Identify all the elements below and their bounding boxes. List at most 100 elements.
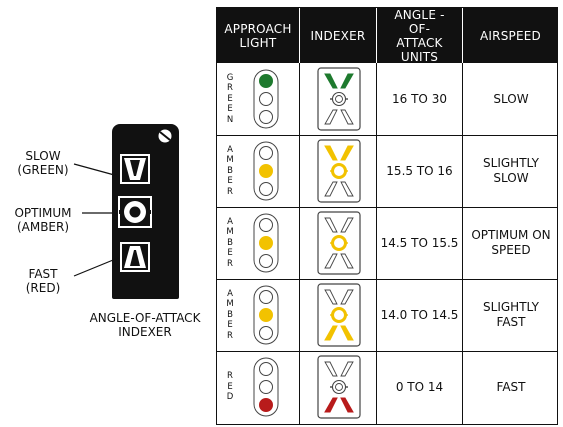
slow-chevron-left xyxy=(324,217,338,233)
light-color-letter: A xyxy=(227,288,233,299)
column-divider xyxy=(299,63,300,425)
callout-fast: FAST (RED) xyxy=(12,267,74,295)
callout-optimum-line1: OPTIMUM xyxy=(14,206,72,220)
light-color-letter: R xyxy=(227,186,233,197)
approach-light-lamp xyxy=(259,362,273,376)
aoa-units-value: 15.5 TO 16 xyxy=(386,163,453,178)
light-color-letter: R xyxy=(227,258,233,269)
column-divider xyxy=(376,63,377,425)
header-divider xyxy=(376,8,377,63)
slow-chevron-left xyxy=(324,361,338,377)
approach-light-lamp xyxy=(259,182,273,196)
slow-chevron-right xyxy=(340,145,354,161)
fast-chevron-right xyxy=(340,397,354,413)
indexer-table: APPROACH LIGHT INDEXER ANGLE -OF- ATTACK… xyxy=(216,7,558,425)
row-divider xyxy=(217,135,557,136)
table-header-row: APPROACH LIGHT INDEXER ANGLE -OF- ATTACK… xyxy=(217,8,557,64)
light-color-letter: R xyxy=(227,371,233,382)
light-color-letter: E xyxy=(227,176,233,187)
fast-chevron-left xyxy=(324,253,338,269)
light-color-letter: M xyxy=(226,227,234,238)
light-color-letter: B xyxy=(227,309,233,320)
slow-chevron-right xyxy=(340,73,354,89)
approach-light xyxy=(253,285,279,345)
light-color-letter: E xyxy=(227,104,233,115)
approach-light-lamp xyxy=(259,146,273,160)
approach-light-lamp xyxy=(259,236,273,250)
row-divider xyxy=(217,207,557,208)
approach-light-lamp xyxy=(259,164,273,178)
light-color-letter: B xyxy=(227,237,233,248)
callout-slow-line1: SLOW xyxy=(25,149,61,163)
approach-light-lamp xyxy=(259,110,273,124)
indexer-device-graphic xyxy=(118,128,173,272)
slow-chevron-right xyxy=(340,289,354,305)
approach-light-lamp xyxy=(259,254,273,268)
row-divider xyxy=(217,351,557,352)
aoa-indexer-device xyxy=(112,124,179,299)
header-approach-light: APPROACH LIGHT xyxy=(224,21,292,50)
fast-chevron-icon xyxy=(120,242,150,272)
approach-light-lamp xyxy=(259,326,273,340)
approach-light xyxy=(253,141,279,201)
donut-inner xyxy=(335,383,343,391)
airspeed-value: OPTIMUM ON SPEED xyxy=(471,228,551,257)
slow-chevron-icon xyxy=(120,154,150,184)
header-airspeed: AIRSPEED xyxy=(480,28,541,43)
donut-inner xyxy=(335,95,343,103)
light-color-letter: E xyxy=(227,320,233,331)
callout-slow-line2: (GREEN) xyxy=(17,163,69,177)
slow-chevron-right xyxy=(340,217,354,233)
screw-icon xyxy=(157,128,173,144)
callout-fast-line1: FAST xyxy=(28,267,58,281)
light-color-letter: A xyxy=(227,216,233,227)
fast-chevron-left xyxy=(324,109,338,125)
leader-line-fast xyxy=(73,257,119,277)
header-indexer: INDEXER xyxy=(310,28,366,43)
fast-chevron-left xyxy=(324,181,338,197)
approach-light-lamp xyxy=(259,380,273,394)
indexer-frame xyxy=(317,139,361,203)
fast-chevron-right xyxy=(340,253,354,269)
column-divider xyxy=(462,63,463,425)
aoa-units-value: 16 TO 30 xyxy=(392,91,447,106)
approach-light-lamp xyxy=(259,218,273,232)
callout-slow: SLOW (GREEN) xyxy=(12,149,74,177)
slow-chevron-left xyxy=(324,73,338,89)
light-color-letter: A xyxy=(227,144,233,155)
row-divider xyxy=(217,279,557,280)
approach-light-lamp xyxy=(259,290,273,304)
callout-optimum: OPTIMUM (AMBER) xyxy=(12,206,74,234)
device-caption-line1: ANGLE-OF-ATTACK xyxy=(89,311,201,325)
approach-light xyxy=(253,69,279,129)
light-color-letter: M xyxy=(226,155,234,166)
fast-chevron-right xyxy=(340,325,354,341)
aoa-units-value: 14.5 TO 15.5 xyxy=(380,235,459,250)
airspeed-value: SLOW xyxy=(493,91,529,106)
indexer-frame xyxy=(317,211,361,275)
indexer-frame xyxy=(317,283,361,347)
light-color-letter: M xyxy=(226,299,234,310)
optimum-donut-icon xyxy=(118,196,152,228)
slow-chevron-left xyxy=(324,145,338,161)
callout-optimum-line2: (AMBER) xyxy=(16,220,70,234)
aoa-units-value: 0 TO 14 xyxy=(395,379,444,394)
light-color-letter: E xyxy=(227,248,233,259)
approach-light-lamp xyxy=(259,92,273,106)
light-color-letter: R xyxy=(227,83,233,94)
aoa-units-value: 14.0 TO 14.5 xyxy=(380,307,459,322)
callout-leader-lines xyxy=(73,163,119,277)
leader-line-slow xyxy=(73,163,119,177)
indexer-frame xyxy=(317,355,361,419)
approach-light-lamp xyxy=(259,308,273,322)
light-color-letter: R xyxy=(227,330,233,341)
fast-chevron-left xyxy=(324,397,338,413)
light-color-letter: B xyxy=(227,165,233,176)
indexer-symbol xyxy=(317,67,361,131)
light-color-letter: E xyxy=(227,381,233,392)
light-color-letter: G xyxy=(226,72,234,83)
slow-chevron-left xyxy=(324,289,338,305)
